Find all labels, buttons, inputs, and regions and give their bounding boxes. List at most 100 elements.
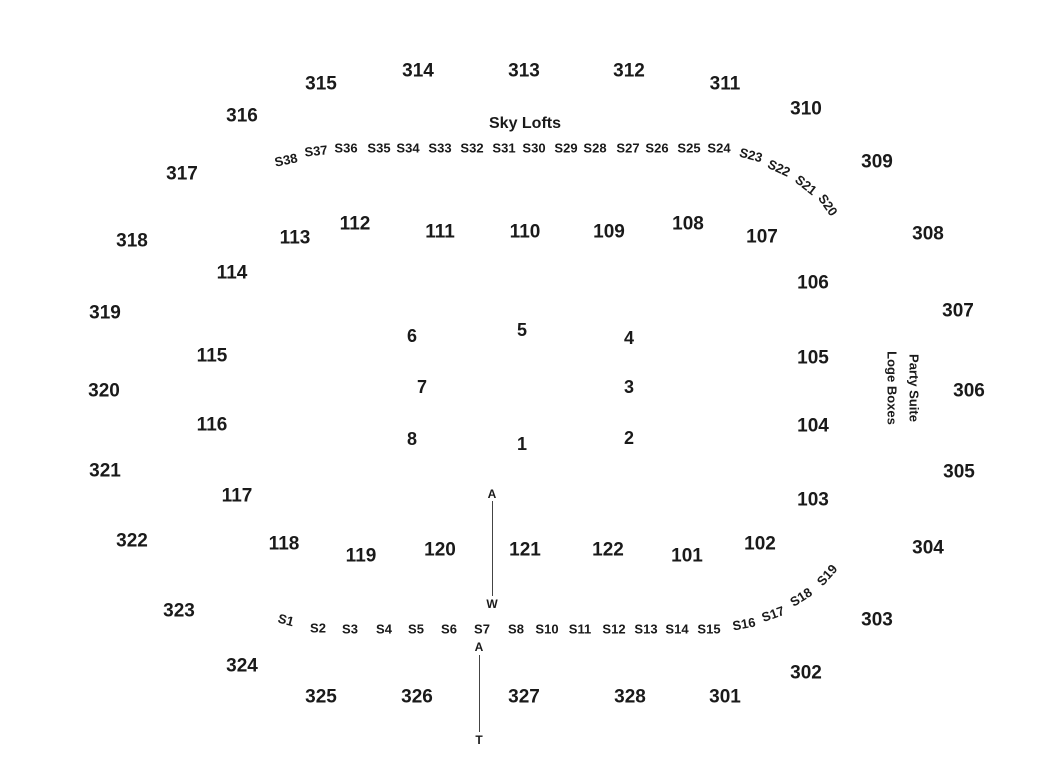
- suite-s29[interactable]: S29: [554, 140, 578, 156]
- section-120[interactable]: 120: [424, 539, 456, 561]
- suite-s26[interactable]: S26: [645, 140, 669, 156]
- suite-s2[interactable]: S2: [310, 620, 326, 636]
- section-122[interactable]: 122: [592, 539, 624, 561]
- aisle-marker: T: [475, 733, 483, 747]
- loge-boxes-label: Loge Boxes: [884, 351, 900, 425]
- section-324[interactable]: 324: [226, 655, 258, 677]
- suite-s23[interactable]: S23: [737, 144, 765, 166]
- suite-s32[interactable]: S32: [460, 140, 484, 156]
- floor-section-3[interactable]: 3: [623, 377, 635, 397]
- section-321[interactable]: 321: [89, 460, 121, 482]
- section-308[interactable]: 308: [912, 223, 944, 245]
- section-312[interactable]: 312: [613, 60, 645, 82]
- suite-s20[interactable]: S20: [815, 191, 841, 219]
- suite-s12[interactable]: S12: [602, 621, 626, 637]
- section-303[interactable]: 303: [861, 609, 893, 631]
- suite-s6[interactable]: S6: [441, 621, 457, 637]
- suite-s13[interactable]: S13: [634, 621, 658, 637]
- section-103[interactable]: 103: [797, 489, 829, 511]
- section-323[interactable]: 323: [163, 600, 195, 622]
- section-310[interactable]: 310: [790, 98, 822, 120]
- sky-lofts-label: Sky Lofts: [488, 115, 562, 132]
- suite-s19[interactable]: S19: [813, 561, 841, 589]
- suite-s33[interactable]: S33: [428, 140, 452, 156]
- section-108[interactable]: 108: [672, 213, 704, 235]
- suite-s4[interactable]: S4: [376, 621, 392, 637]
- section-319[interactable]: 319: [89, 302, 121, 324]
- suite-s36[interactable]: S36: [334, 140, 358, 156]
- section-306[interactable]: 306: [953, 380, 985, 402]
- section-117[interactable]: 117: [221, 485, 253, 507]
- suite-s3[interactable]: S3: [342, 621, 358, 637]
- floor-section-7[interactable]: 7: [416, 377, 428, 397]
- suite-s30[interactable]: S30: [522, 140, 546, 156]
- aisle-line-lower: [479, 655, 480, 732]
- section-111[interactable]: 111: [425, 221, 455, 243]
- suite-s24[interactable]: S24: [707, 140, 731, 156]
- section-316[interactable]: 316: [226, 105, 258, 127]
- floor-section-5[interactable]: 5: [516, 320, 528, 340]
- section-121[interactable]: 121: [509, 539, 541, 561]
- suite-s17[interactable]: S17: [759, 602, 787, 626]
- section-325[interactable]: 325: [305, 686, 337, 708]
- section-318[interactable]: 318: [116, 230, 148, 252]
- section-110[interactable]: 110: [509, 221, 541, 243]
- floor-section-1[interactable]: 1: [516, 434, 528, 454]
- suite-s31[interactable]: S31: [492, 140, 516, 156]
- section-309[interactable]: 309: [861, 151, 893, 173]
- floor-section-8[interactable]: 8: [406, 429, 418, 449]
- suite-s1[interactable]: S1: [276, 610, 296, 630]
- section-322[interactable]: 322: [116, 530, 148, 552]
- suite-s28[interactable]: S28: [583, 140, 607, 156]
- section-104[interactable]: 104: [797, 415, 829, 437]
- section-301[interactable]: 301: [709, 686, 741, 708]
- suite-s27[interactable]: S27: [616, 140, 640, 156]
- section-115[interactable]: 115: [196, 345, 228, 367]
- section-327[interactable]: 327: [508, 686, 540, 708]
- suite-s34[interactable]: S34: [396, 140, 420, 156]
- suite-s15[interactable]: S15: [697, 621, 721, 637]
- section-307[interactable]: 307: [942, 300, 974, 322]
- section-107[interactable]: 107: [746, 226, 778, 248]
- suite-s16[interactable]: S16: [731, 614, 757, 634]
- section-109[interactable]: 109: [593, 221, 625, 243]
- suite-s21[interactable]: S21: [792, 171, 820, 199]
- section-311[interactable]: 311: [709, 73, 741, 95]
- suite-s10[interactable]: S10: [535, 621, 559, 637]
- floor-section-6[interactable]: 6: [406, 326, 418, 346]
- section-328[interactable]: 328: [614, 686, 646, 708]
- suite-s25[interactable]: S25: [677, 140, 701, 156]
- suite-s35[interactable]: S35: [367, 140, 391, 156]
- aisle-line-upper: [492, 501, 493, 596]
- section-106[interactable]: 106: [797, 272, 829, 294]
- section-112[interactable]: 112: [339, 213, 371, 235]
- section-304[interactable]: 304: [912, 537, 944, 559]
- section-302[interactable]: 302: [790, 662, 822, 684]
- suite-s22[interactable]: S22: [765, 156, 793, 180]
- floor-section-2[interactable]: 2: [623, 428, 635, 448]
- section-102[interactable]: 102: [744, 533, 776, 555]
- suite-s8[interactable]: S8: [508, 621, 524, 637]
- section-119[interactable]: 119: [345, 545, 377, 567]
- section-114[interactable]: 114: [216, 262, 248, 284]
- section-113[interactable]: 113: [279, 227, 311, 249]
- suite-s11[interactable]: S11: [568, 621, 592, 637]
- section-101[interactable]: 101: [671, 545, 703, 567]
- section-118[interactable]: 118: [268, 533, 300, 555]
- suite-s14[interactable]: S14: [665, 621, 689, 637]
- suite-s7[interactable]: S7: [474, 621, 490, 637]
- section-314[interactable]: 314: [402, 60, 434, 82]
- suite-s5[interactable]: S5: [408, 621, 424, 637]
- suite-s18[interactable]: S18: [787, 584, 815, 610]
- section-313[interactable]: 313: [508, 60, 540, 82]
- section-305[interactable]: 305: [943, 461, 975, 483]
- section-315[interactable]: 315: [305, 73, 337, 95]
- floor-section-4[interactable]: 4: [623, 328, 635, 348]
- suite-s38[interactable]: S38: [273, 150, 299, 170]
- section-116[interactable]: 116: [196, 414, 228, 436]
- suite-s37[interactable]: S37: [303, 142, 329, 160]
- section-317[interactable]: 317: [166, 163, 198, 185]
- section-326[interactable]: 326: [401, 686, 433, 708]
- section-105[interactable]: 105: [797, 347, 829, 369]
- section-320[interactable]: 320: [88, 380, 120, 402]
